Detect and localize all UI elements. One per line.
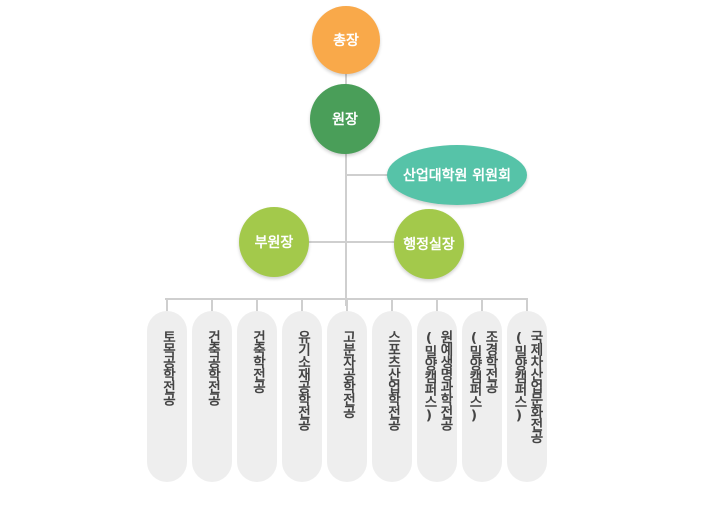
department-campus: (밀양캠퍼스) xyxy=(421,330,437,423)
department-pill[interactable]: 고분자공학전공 xyxy=(327,311,367,482)
department-name: 국제차산업문화전공 xyxy=(527,330,543,443)
department-campus: (밀양캠퍼스) xyxy=(466,330,482,423)
vice-dean-node[interactable]: 부원장 xyxy=(239,207,309,277)
department-pill[interactable]: 건축공학전공 xyxy=(192,311,232,482)
department-pill[interactable]: 국제차산업문화전공 (밀양캠퍼스) xyxy=(507,311,547,482)
connector-dept-drop xyxy=(436,298,438,311)
department-name: 유기소재공학전공 xyxy=(294,330,311,430)
department-pill[interactable]: 건축학전공 xyxy=(237,311,277,482)
department-name: 스포츠산업학전공 xyxy=(384,330,401,430)
connector-dept-drop xyxy=(301,298,303,311)
department-name: 조경학전공 xyxy=(482,330,498,393)
connector-dept-drop xyxy=(526,298,528,311)
connector-dept-drop xyxy=(481,298,483,311)
admin-head-label: 행정실장 xyxy=(403,237,455,253)
connector-trunk xyxy=(345,60,347,306)
connector-dept-drop xyxy=(256,298,258,311)
department-pill[interactable]: 유기소재공학전공 xyxy=(282,311,322,482)
connector-dept-drop xyxy=(391,298,393,311)
dean-label: 원장 xyxy=(332,112,358,128)
president-node[interactable]: 총장 xyxy=(312,6,380,74)
vice-dean-label: 부원장 xyxy=(254,235,294,251)
department-name: 건축공학전공 xyxy=(204,330,221,405)
dean-node[interactable]: 원장 xyxy=(310,84,380,154)
department-pill[interactable]: 조경학전공 (밀양캠퍼스) xyxy=(462,311,502,482)
department-name: 토목공학전공 xyxy=(159,330,176,405)
department-name: 원예생명과학전공 xyxy=(437,330,453,430)
department-name: 고분자공학전공 xyxy=(339,330,356,418)
department-pill[interactable]: 원예생명과학전공 (밀양캠퍼스) xyxy=(417,311,457,482)
department-pill[interactable]: 토목공학전공 xyxy=(147,311,187,482)
connector-dept-drop xyxy=(346,298,348,311)
department-campus: (밀양캠퍼스) xyxy=(511,330,527,423)
committee-label: 산업대학원 위원회 xyxy=(403,168,511,184)
department-pill[interactable]: 스포츠산업학전공 xyxy=(372,311,412,482)
admin-head-node[interactable]: 행정실장 xyxy=(394,209,464,279)
connector-dept-drop xyxy=(211,298,213,311)
president-label: 총장 xyxy=(333,33,359,49)
connector-staff xyxy=(300,241,400,243)
connector-dept-drop xyxy=(166,298,168,311)
connector-committee xyxy=(346,174,394,176)
department-name: 건축학전공 xyxy=(249,330,266,393)
committee-node[interactable]: 산업대학원 위원회 xyxy=(387,145,527,205)
